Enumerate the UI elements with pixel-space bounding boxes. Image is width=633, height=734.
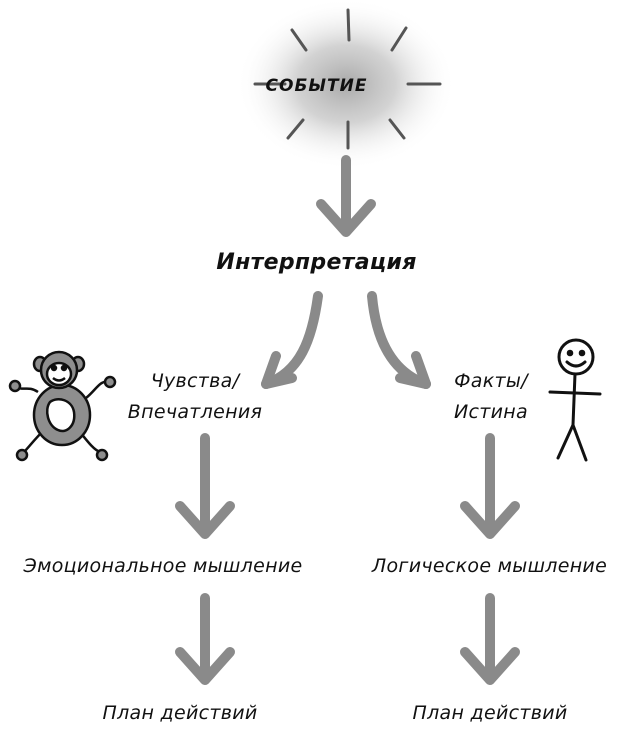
event-rays	[253, 8, 442, 150]
arrow-feelings-to-emotional	[175, 433, 235, 539]
facts-label: Факты/ Истина	[416, 366, 566, 428]
arrow-event-to-interpretation	[316, 155, 376, 237]
feelings-label-line1: Чувства/	[150, 370, 240, 392]
arrow-facts-to-logical	[460, 433, 520, 539]
logical-thinking-label: Логическое мышление	[371, 555, 608, 577]
facts-label-line1: Факты/	[454, 370, 528, 392]
event-glow	[236, 0, 456, 170]
stick-figure-icon	[548, 338, 602, 462]
action-plan-right-label: План действий	[412, 702, 568, 724]
feelings-label: Чувства/ Впечатления	[110, 366, 280, 428]
interpretation-label: Интерпретация	[216, 250, 417, 275]
action-plan-left-label: План действий	[102, 702, 258, 724]
arrow-interpretation-to-facts	[367, 291, 431, 389]
arrow-emotional-to-plan	[175, 593, 235, 685]
arrow-logical-to-plan	[460, 593, 520, 685]
feelings-label-line2: Впечатления	[127, 401, 263, 423]
emotional-thinking-label: Эмоциональное мышление	[23, 555, 303, 577]
facts-label-line2: Истина	[454, 401, 528, 423]
event-label: СОБЫТИЕ	[265, 76, 368, 96]
monkey-icon	[8, 350, 117, 462]
arrow-interpretation-to-feelings	[261, 291, 323, 389]
